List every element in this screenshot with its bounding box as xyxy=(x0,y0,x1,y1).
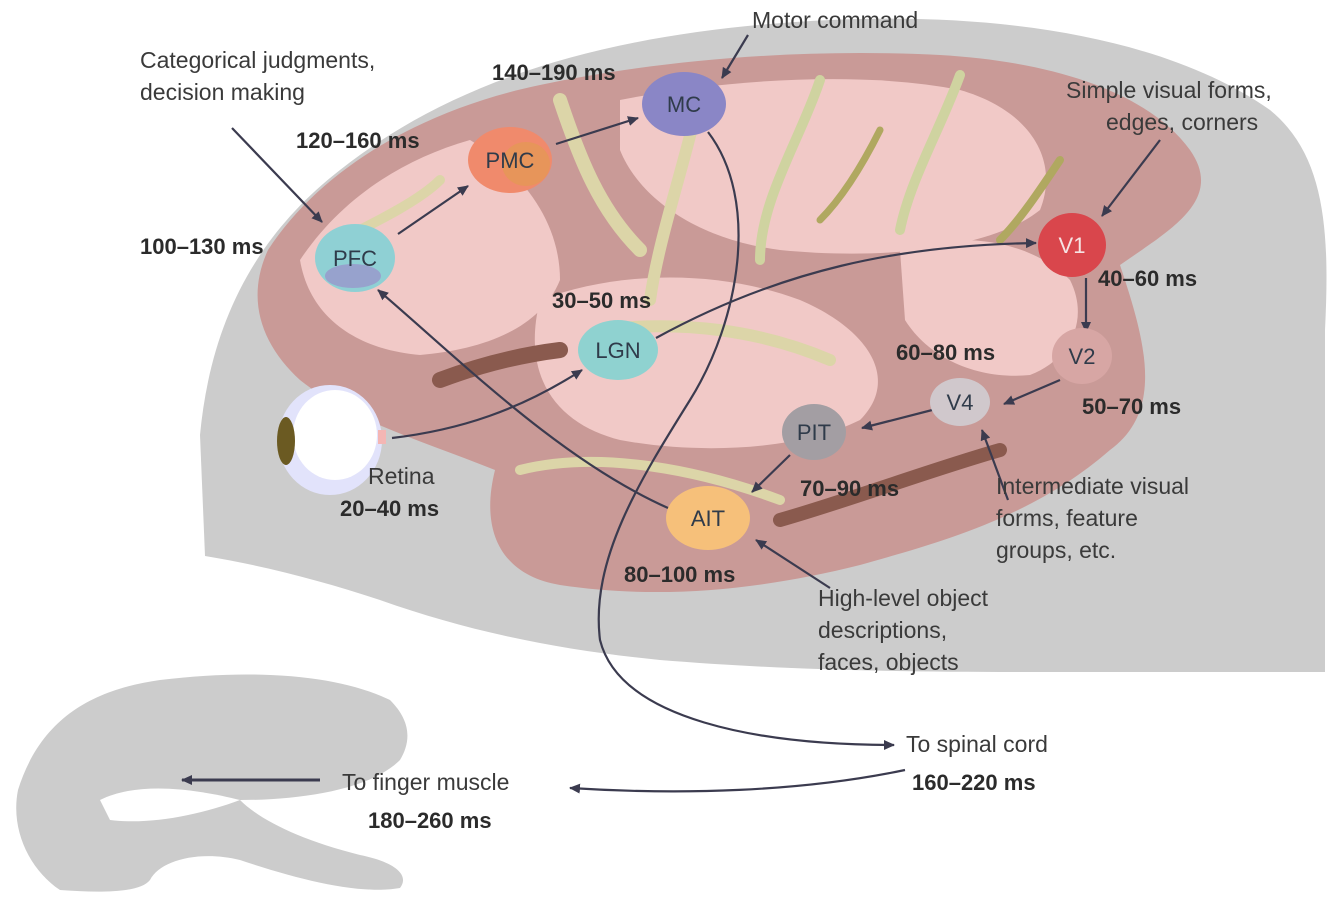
node-v1-label: V1 xyxy=(1059,233,1086,258)
node-lgn: LGN xyxy=(578,320,658,380)
retina-label: Retina xyxy=(368,462,434,490)
node-ait: AIT xyxy=(666,486,750,550)
latency-retina: 20–40 ms xyxy=(340,496,439,522)
node-v4: V4 xyxy=(930,378,990,426)
latency-v1: 40–60 ms xyxy=(1098,266,1197,292)
node-v1: V1 xyxy=(1038,213,1106,277)
finger-muscle-latency: 180–260 ms xyxy=(368,808,492,834)
latency-ait: 80–100 ms xyxy=(624,562,735,588)
latency-v2: 50–70 ms xyxy=(1082,394,1181,420)
node-pit: PIT xyxy=(782,404,846,460)
finger-muscle-label: To finger muscle xyxy=(342,768,509,796)
node-mc-label: MC xyxy=(667,92,701,117)
latency-pit: 70–90 ms xyxy=(800,476,899,502)
node-pmc-label: PMC xyxy=(486,148,535,173)
categorical-label-line1: Categorical judgments, xyxy=(140,46,375,74)
intermediate-label-line3: groups, etc. xyxy=(996,536,1116,564)
latency-lgn: 30–50 ms xyxy=(552,288,651,314)
intermediate-label-line2: forms, feature xyxy=(996,504,1138,532)
node-pfc-label: PFC xyxy=(333,246,377,271)
spinal-cord-label: To spinal cord xyxy=(906,730,1048,758)
node-v4-label: V4 xyxy=(947,390,974,415)
node-pit-label: PIT xyxy=(797,420,831,445)
intermediate-label-line1: Intermediate visual xyxy=(996,472,1189,500)
simple-forms-label-line2: edges, corners xyxy=(1106,108,1258,136)
spinal-cord-latency: 160–220 ms xyxy=(912,770,1036,796)
motor-command-label: Motor command xyxy=(752,6,918,34)
node-v2: V2 xyxy=(1052,328,1112,384)
latency-pmc: 120–160 ms xyxy=(296,128,420,154)
node-pfc: PFC xyxy=(315,224,395,292)
high-level-label-line1: High-level object xyxy=(818,584,988,612)
simple-forms-label-line1: Simple visual forms, xyxy=(1066,76,1272,104)
node-pmc: PMC xyxy=(468,127,552,193)
high-level-label-line2: descriptions, xyxy=(818,616,947,644)
latency-v4: 60–80 ms xyxy=(896,340,995,366)
node-v2-label: V2 xyxy=(1069,344,1096,369)
categorical-label-line2: decision making xyxy=(140,78,305,106)
node-lgn-label: LGN xyxy=(595,338,640,363)
latency-pfc: 100–130 ms xyxy=(140,234,264,260)
high-level-label-line3: faces, objects xyxy=(818,648,959,676)
arrow-spinal-to-finger xyxy=(570,770,905,791)
latency-mc: 140–190 ms xyxy=(492,60,616,86)
node-ait-label: AIT xyxy=(691,506,725,531)
node-mc: MC xyxy=(642,72,726,136)
